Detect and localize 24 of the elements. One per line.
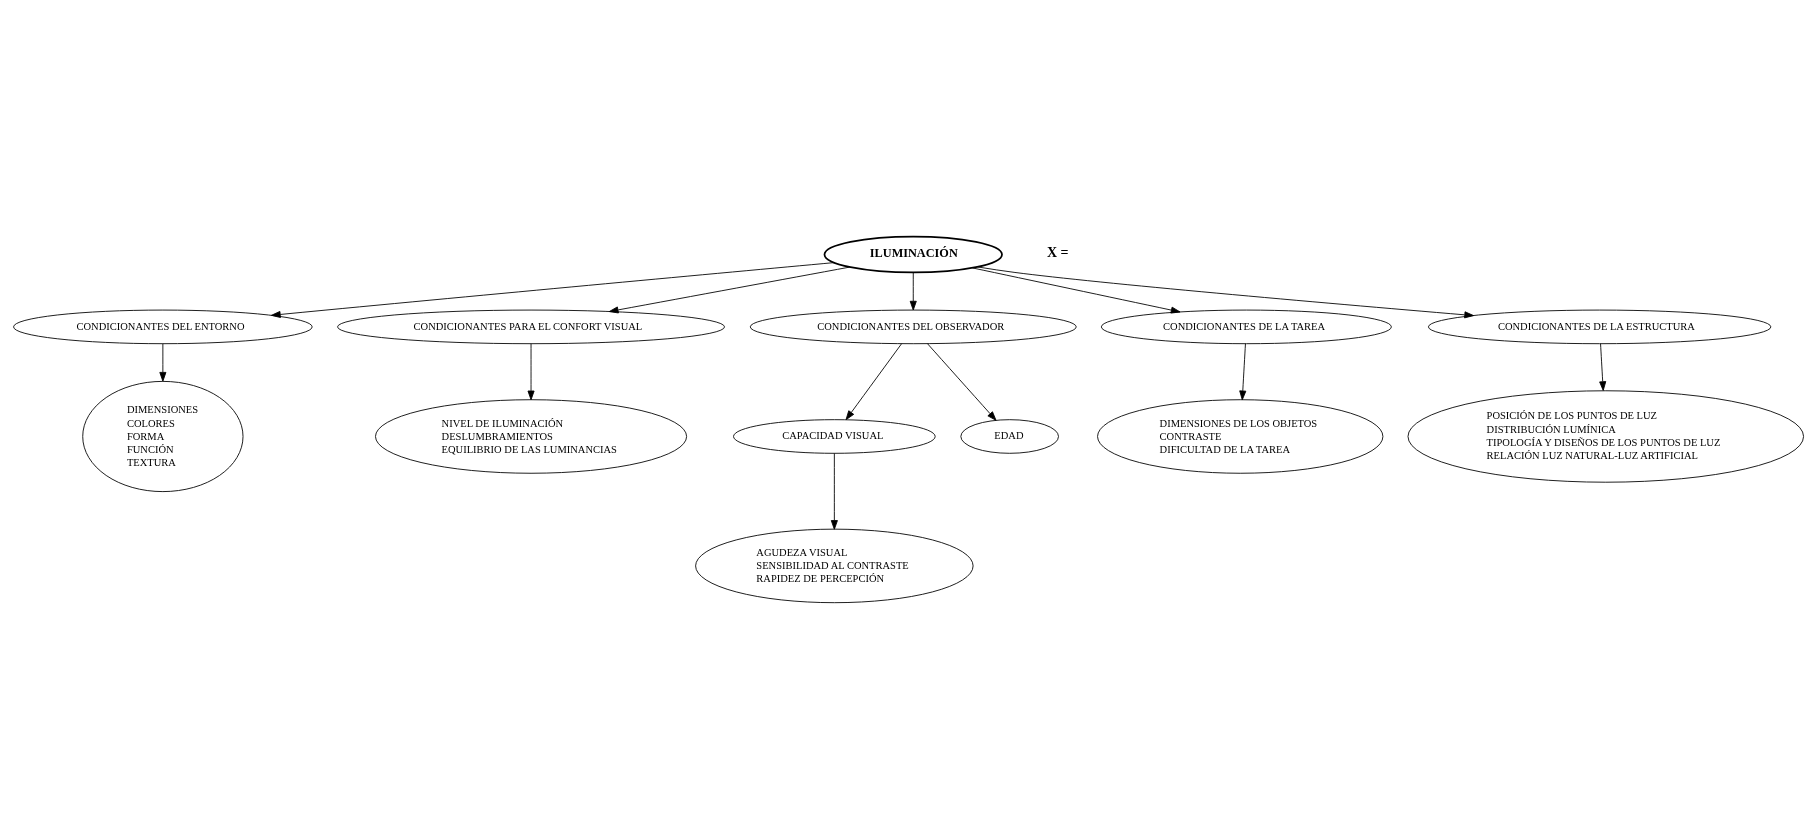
node-ellipse: ILUMINACIÓN (823, 235, 1003, 274)
node-ellipse: AGUDEZA VISUAL SENSIBILIDAD AL CONTRASTE RAPIDEZ DE PERCEPCIÓN (695, 528, 974, 604)
arrow (527, 343, 535, 401)
arrow (909, 272, 917, 311)
arrow (159, 343, 167, 382)
arrow (845, 343, 903, 421)
arrow (830, 452, 838, 530)
node-ellipse: DIMENSIONES DE LOS OBJETOS CONTRASTE DIFICULTAD DE LA TAREA (1097, 399, 1384, 474)
node-ellipse: EDAD (960, 419, 1059, 454)
arrow (1239, 343, 1247, 401)
arrow (977, 266, 1474, 319)
node-ellipse: CONDICIONANTES PARA EL CONFORT VISUAL (337, 309, 725, 345)
arrow (971, 267, 1181, 314)
node-ellipse: NIVEL DE ILUMINACIÓN DESLUMBRAMIENTOS EQUILIBRIO DE LAS LUMINANCIAS (375, 399, 688, 474)
node-ellipse: POSICIÓN DE LOS PUNTOS DE LUZ DISTRIBUCIÓN LUMÍNICA TIPOLOGÍA Y DISEÑOS DE LOS PUNTOS DE LUZ RELACIÓN LUZ NATURAL-LUZ ARTIFICIAL (1407, 390, 1804, 483)
arrow (927, 343, 997, 421)
node-ellipse: CAPACIDAD VISUAL (733, 419, 936, 454)
arrow (608, 266, 851, 314)
node-ellipse: DIMENSIONES COLORES FORMA FUNCIÓN TEXTURA (82, 380, 244, 493)
arrow (271, 262, 835, 318)
node-ellipse: CONDICIONANTES DEL OBSERVADOR (749, 309, 1077, 345)
node-ellipse: CONDICIONANTES DE LA TAREA (1100, 309, 1392, 345)
label: X = (1046, 244, 1069, 260)
arrow (1599, 343, 1607, 391)
